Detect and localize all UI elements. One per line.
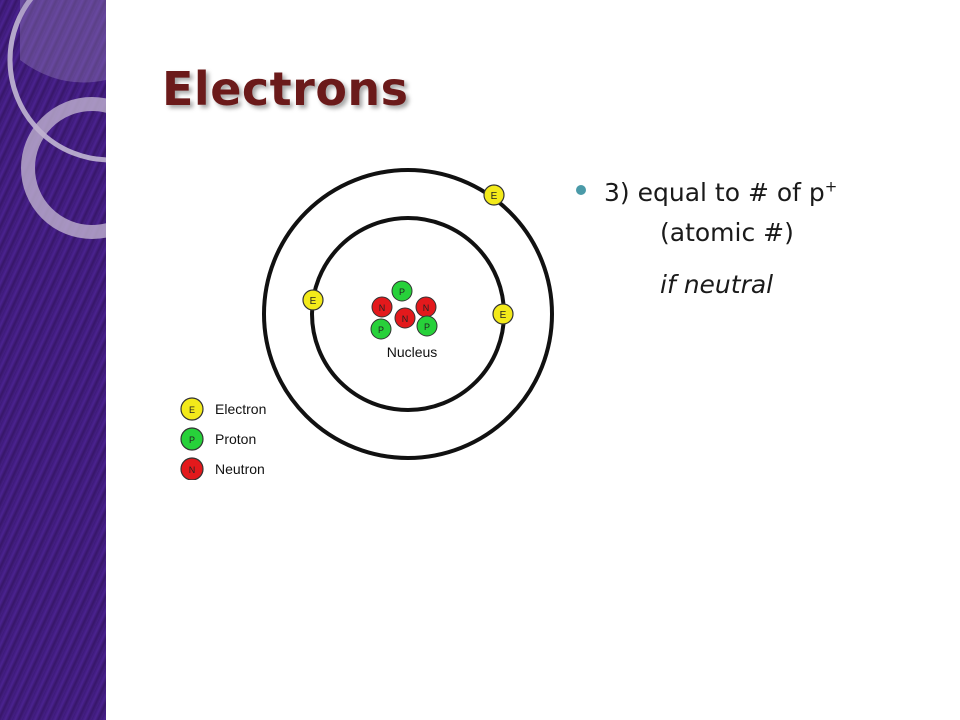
neutron-particle: N <box>371 296 393 318</box>
bullet-text-line2: (atomic #) <box>660 218 794 247</box>
neutron-particle: N <box>394 307 416 329</box>
legend-label: Proton <box>215 431 256 447</box>
outer-electron-shell <box>262 168 554 460</box>
bullet-main-text: 3) equal to # of p <box>604 178 825 207</box>
legend-item-neutron: N Neutron <box>180 457 265 480</box>
sidebar-rings-decoration <box>7 0 106 239</box>
neutron-letter: N <box>423 303 430 313</box>
slide-title: Electrons <box>162 62 409 116</box>
proton-particle: P <box>391 280 413 302</box>
legend-letter: P <box>189 435 195 445</box>
proton-letter: P <box>378 325 384 335</box>
bullet-dot-icon <box>576 185 586 195</box>
decorative-ring-large <box>7 0 106 163</box>
atom-diagram: E E E N N P P P N <box>180 168 554 480</box>
proton-particle: P <box>370 318 392 340</box>
bullet-note: if neutral <box>660 270 774 299</box>
legend-swatch-neutron <box>180 457 204 480</box>
neutron-letter: N <box>379 303 386 313</box>
electron-outer-shell: E <box>483 184 505 206</box>
legend-item-electron: E Electron <box>180 397 266 421</box>
electron-letter: E <box>491 191 498 202</box>
decorative-sidebar <box>0 0 106 720</box>
electron-letter: E <box>500 310 507 321</box>
decorative-shape <box>20 0 106 83</box>
proton-letter: P <box>399 287 405 297</box>
legend-swatch-proton <box>180 427 204 451</box>
neutron-letter: N <box>402 314 409 324</box>
electron-inner-right: E <box>492 303 514 325</box>
proton-charge-superscript: + <box>824 177 838 196</box>
legend-swatch-electron <box>180 397 204 421</box>
nucleus: N N P P P N Nucleus <box>370 280 438 360</box>
legend-label: Electron <box>215 401 266 417</box>
electron-letter: E <box>310 296 317 307</box>
legend: E Electron P Proton N Neutron <box>180 397 266 480</box>
decorative-ring-thick <box>21 97 106 239</box>
proton-particle: P <box>416 315 438 337</box>
legend-item-proton: P Proton <box>180 427 256 451</box>
legend-letter: E <box>189 405 195 415</box>
electron-inner-left: E <box>302 289 324 311</box>
nucleus-label: Nucleus <box>387 344 438 360</box>
bullet-text-line1: 3) equal to # of p+ <box>604 177 837 209</box>
proton-letter: P <box>424 322 430 332</box>
neutron-particle: N <box>415 296 437 318</box>
legend-label: Neutron <box>215 461 265 477</box>
legend-letter: N <box>189 465 196 475</box>
